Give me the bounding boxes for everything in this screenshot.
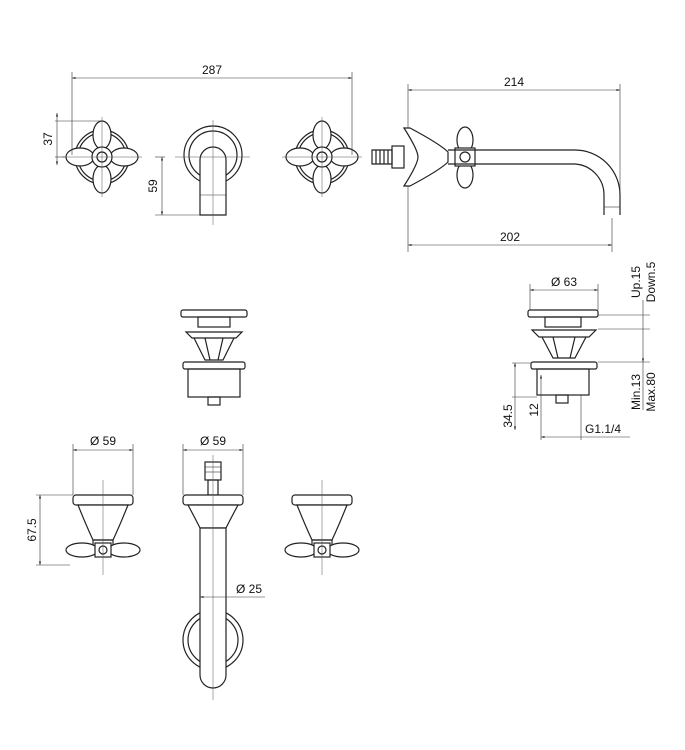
dim-handle-diameter: Ø 59 xyxy=(90,434,116,448)
dim-max-80: Max.80 xyxy=(644,372,658,412)
waste-valve-left xyxy=(180,309,248,406)
cross-handle-left xyxy=(62,117,142,197)
dim-59: 59 xyxy=(146,179,160,193)
dim-diameter-63: Ø 63 xyxy=(551,275,577,289)
dim-down-5: Down.5 xyxy=(644,261,658,302)
dim-up-15: Up.15 xyxy=(629,266,643,298)
dim-plate-diameter: Ø 59 xyxy=(200,434,226,448)
dim-202: 202 xyxy=(500,230,520,244)
spout-top xyxy=(175,120,250,225)
front-spout: Ø 59 Ø 25 xyxy=(182,434,265,700)
dim-214: 214 xyxy=(504,75,524,89)
waste-valve-right: Ø 63 Up.15 Down.5 Min.13 Max.80 34.5 12 … xyxy=(501,261,658,440)
dim-min-13: Min.13 xyxy=(629,374,643,410)
side-view: 214 202 xyxy=(371,75,621,252)
dim-pipe-diameter: Ø 25 xyxy=(236,582,262,596)
front-handle-right xyxy=(284,480,360,575)
dim-thread: G1.1/4 xyxy=(585,422,621,436)
dim-67-5: 67.5 xyxy=(25,518,39,542)
dim-287: 287 xyxy=(202,63,222,77)
dim-12: 12 xyxy=(527,403,541,417)
cross-handle-right xyxy=(282,117,362,197)
front-handle-left: Ø 59 67.5 xyxy=(25,434,141,575)
dim-37: 37 xyxy=(41,132,55,146)
dim-34-5: 34.5 xyxy=(501,404,515,428)
top-view: 287 37 59 xyxy=(41,63,362,225)
